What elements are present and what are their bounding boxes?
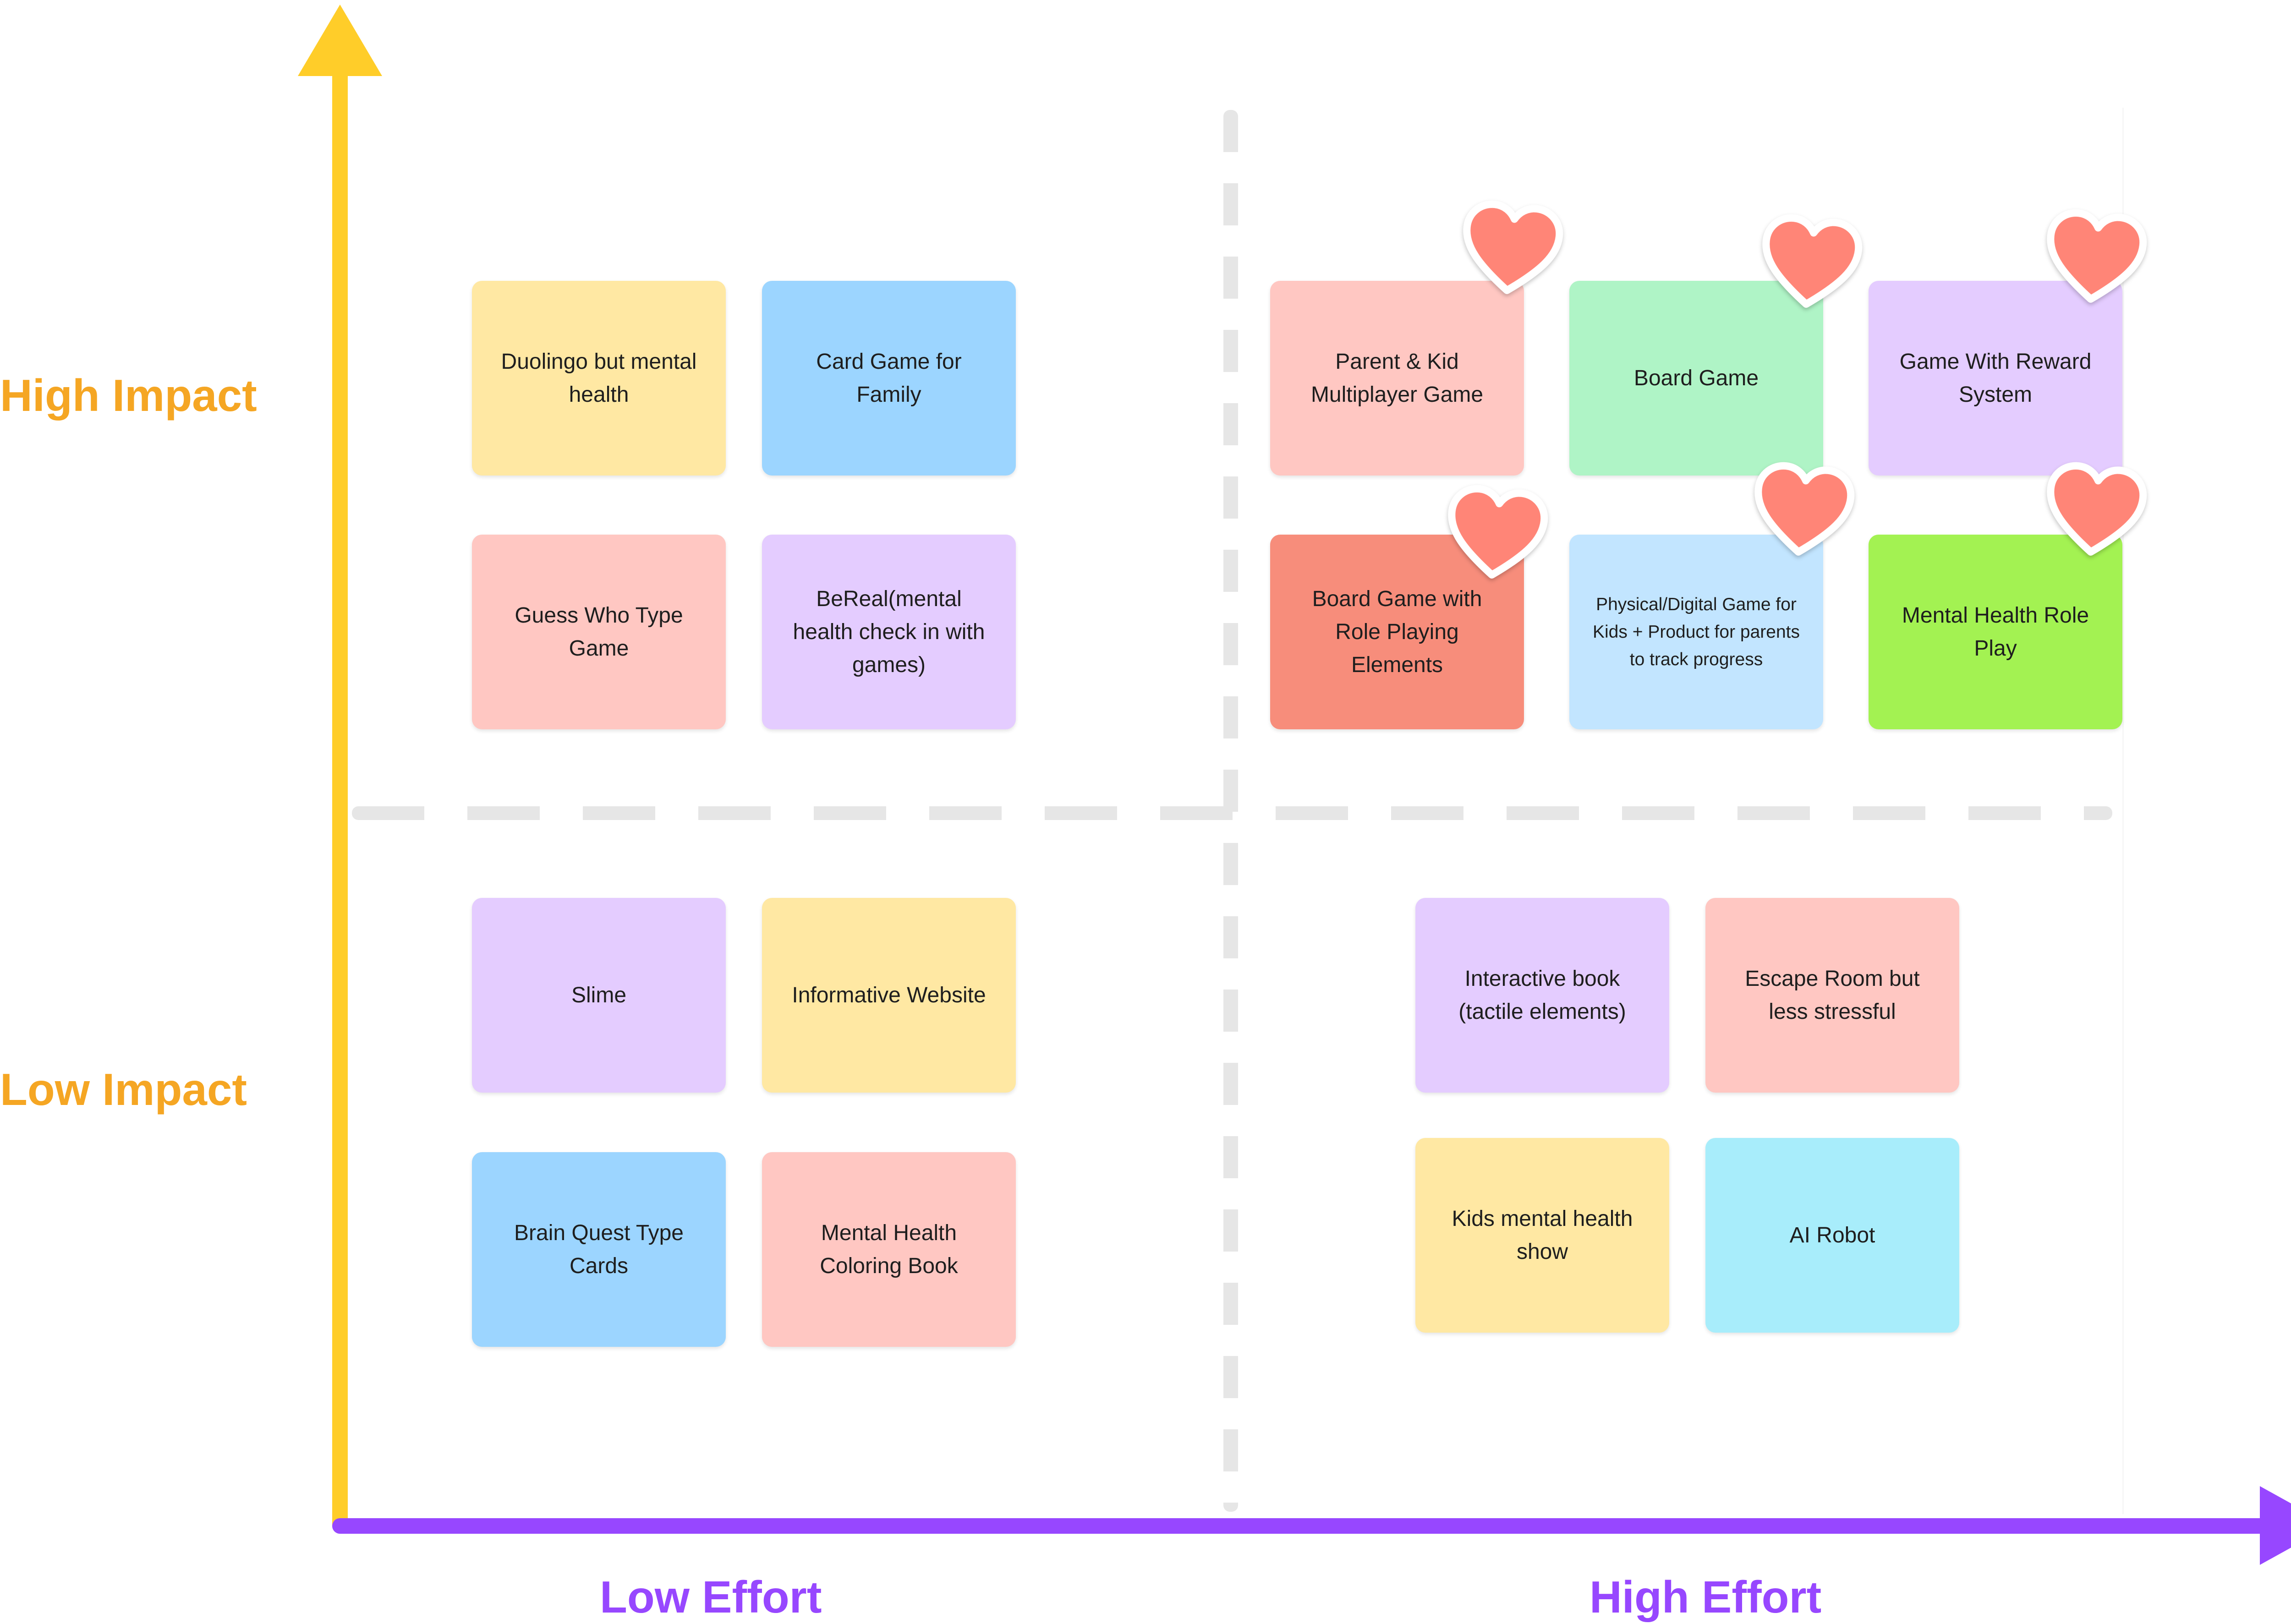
sticky-note-text: Parent & Kid Multiplayer Game (1310, 349, 1484, 407)
impact-divider-dashed-line (352, 806, 2112, 820)
sticky-note[interactable]: Mental Health Coloring Book (762, 1152, 1016, 1347)
sticky-note-text: Duolingo but mental health (501, 349, 697, 407)
heart-icon-graphic (1762, 214, 1863, 308)
sticky-note-text: AI Robot (1789, 1223, 1875, 1247)
sticky-note-text: Escape Room but less stressful (1745, 966, 1920, 1024)
heart-icon[interactable] (1453, 193, 1569, 309)
sticky-note-text: Kids mental health show (1452, 1206, 1633, 1264)
sticky-note[interactable]: Game With Reward System (1869, 281, 2122, 476)
low-impact-label: Low Impact (0, 1064, 247, 1115)
impact-axis-line (332, 69, 348, 1528)
sticky-note-text: Board Game (1633, 366, 1759, 390)
effort-axis-line (332, 1518, 2277, 1534)
sticky-note-text: Guess Who Type Game (515, 603, 683, 661)
sticky-note[interactable]: Slime (472, 898, 726, 1093)
effort-axis-arrowhead (2260, 1486, 2291, 1565)
sticky-note-text: Mental Health Coloring Book (820, 1220, 958, 1278)
sticky-note[interactable]: Parent & Kid Multiplayer Game (1270, 281, 1524, 476)
sticky-note[interactable]: Informative Website (762, 898, 1016, 1093)
sticky-note-text: Board Game with Role Playing Elements (1312, 586, 1482, 677)
sticky-note[interactable]: Board Game (1569, 281, 1823, 476)
sticky-note[interactable]: Kids mental health show (1415, 1138, 1669, 1333)
heart-icon[interactable] (1745, 454, 1861, 570)
heart-icon[interactable] (1438, 477, 1554, 593)
sticky-note[interactable]: Physical/Digital Game for Kids + Product… (1569, 535, 1823, 729)
impact-axis-arrowhead (298, 5, 382, 76)
sticky-note-text: Mental Health Role Play (1902, 603, 2089, 661)
heart-icon-graphic (2047, 462, 2147, 556)
sticky-note-text: Informative Website (792, 983, 986, 1007)
sticky-note-text: Physical/Digital Game for Kids + Product… (1593, 594, 1800, 669)
sticky-note-text: Slime (571, 983, 627, 1007)
sticky-note[interactable]: Brain Quest Type Cards (472, 1152, 726, 1347)
sticky-note[interactable]: Interactive book (tactile elements) (1415, 898, 1669, 1093)
heart-icon-graphic (2047, 209, 2147, 303)
sticky-note-text: Game With Reward System (1899, 349, 2092, 407)
heart-icon[interactable] (1753, 207, 1869, 323)
heart-icon-graphic (1754, 462, 1855, 556)
sticky-note[interactable]: AI Robot (1705, 1138, 1959, 1333)
sticky-note-text: Interactive book (tactile elements) (1458, 966, 1626, 1024)
sticky-note[interactable]: Escape Room but less stressful (1705, 898, 1959, 1093)
canvas-section-edge (2122, 108, 2124, 1514)
sticky-note[interactable]: Mental Health Role Play (1869, 535, 2122, 729)
heart-icon[interactable] (2037, 454, 2153, 570)
sticky-note[interactable]: BeReal(mental health check in with games… (762, 535, 1016, 729)
sticky-note-text: Card Game for Family (816, 349, 962, 407)
low-effort-label: Low Effort (600, 1572, 822, 1622)
heart-icon[interactable] (2037, 202, 2153, 317)
sticky-note-text: BeReal(mental health check in with games… (793, 586, 985, 677)
sticky-note[interactable]: Guess Who Type Game (472, 535, 726, 729)
heart-icon-graphic (1448, 485, 1548, 579)
heart-icon-graphic (1463, 200, 1563, 294)
sticky-note[interactable]: Card Game for Family (762, 281, 1016, 476)
high-effort-label: High Effort (1589, 1572, 1822, 1622)
sticky-note[interactable]: Duolingo but mental health (472, 281, 726, 476)
sticky-note-text: Brain Quest Type Cards (514, 1220, 684, 1278)
high-impact-label: High Impact (0, 370, 257, 421)
